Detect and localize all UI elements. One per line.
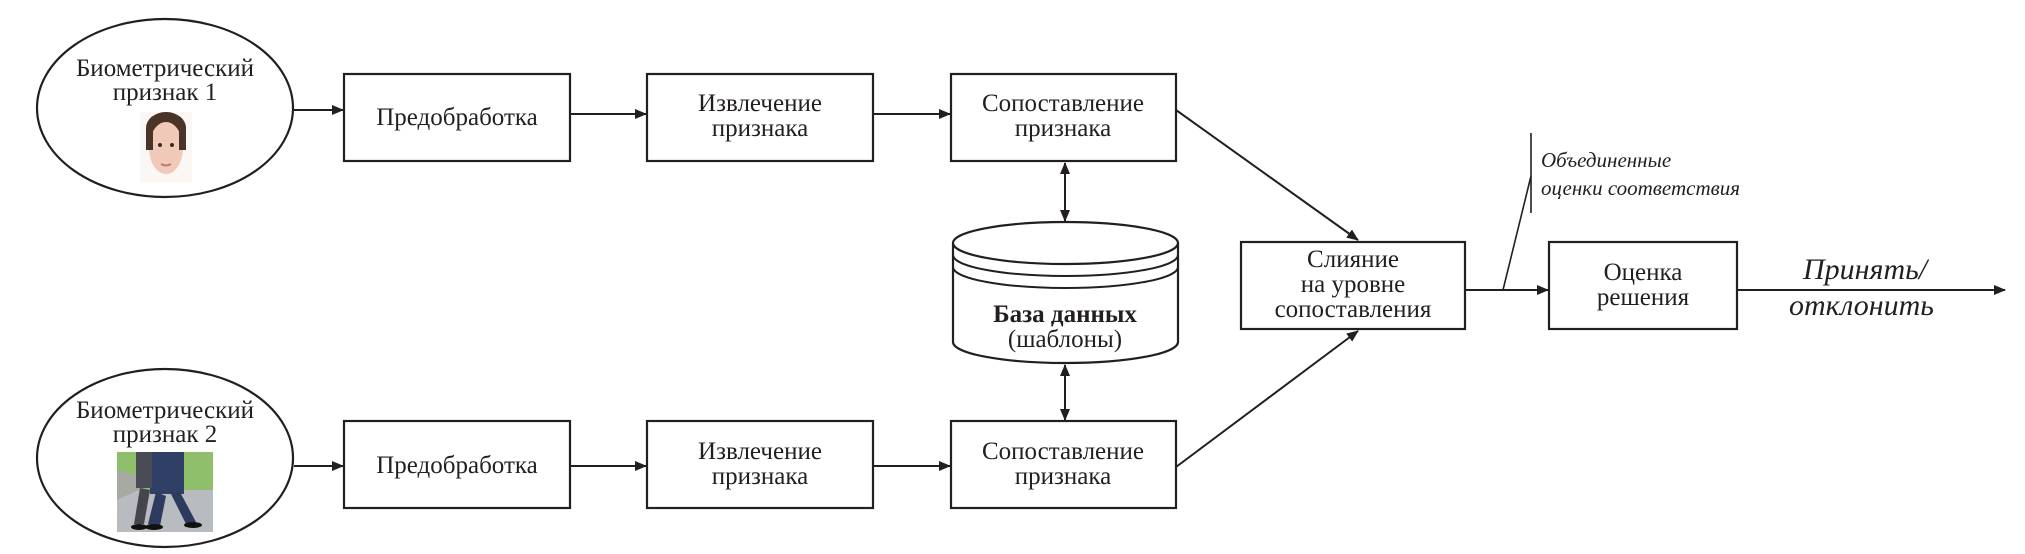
match-box-1 [949,72,1178,163]
biometric-input-2: Биометрический признак 2 [35,367,295,549]
database-cylinder: База данных (шаблоны) [951,220,1180,365]
biometric-input-1: Биометрический признак 1 [35,17,295,199]
input-1-line1: Биометрический [76,55,254,82]
input-1-line2: признак 1 [113,79,218,106]
fusion-label-3: сопоставления [1275,296,1432,323]
extract-label-2b: признака [712,463,808,490]
decision-label-1: Оценка [1604,259,1683,286]
input-2-line1: Биометрический [76,397,254,424]
database-subtitle: (шаблоны) [1008,326,1122,353]
fusion-label-1: Слияние [1307,246,1399,273]
face-photo-icon [140,112,192,182]
callout-leader-line [1502,175,1532,291]
extract-label-1b: признака [712,115,808,142]
decision-box: Оценка решения [1547,240,1739,331]
preprocess-label-1: Предобработка [376,104,538,131]
preprocess-box-2 [342,419,572,510]
input-ellipse [35,17,295,199]
output-label-2: отклонить [1789,289,1934,322]
match-box-2 [949,419,1178,510]
preprocess-box-1 [342,72,572,163]
extract-label-2a: Извлечение [698,438,822,465]
fused-scores-callout: Объединенные оценки соответствия [1502,133,1740,291]
gait-photo-icon [117,452,213,532]
arrow-match1-fusion [1175,109,1359,241]
match-label-2b: признака [1015,463,1111,490]
output-label-1: Принять/ [1802,253,1930,286]
extract-box-1 [645,72,875,163]
preprocess-label-2: Предобработка [376,452,538,479]
match-label-1a: Сопоставление [982,90,1144,117]
fused-scores-label-1: Объединенные [1541,148,1671,172]
match-label-1b: признака [1015,115,1111,142]
database-title: База данных [993,301,1137,328]
match-label-2a: Сопоставление [982,438,1144,465]
row-1: Предобработка Извлечение признака Сопост… [342,72,1178,163]
arrow-match2-fusion [1175,330,1359,468]
extract-box-2 [645,419,875,510]
extract-label-1a: Извлечение [698,90,822,117]
decision-label-2: решения [1597,284,1690,311]
row-2: Предобработка Извлечение признака Сопост… [342,419,1178,510]
input-2-line2: признак 2 [113,421,218,448]
fusion-label-2: на уровне [1301,271,1406,298]
fusion-box: Слияние на уровне сопоставления [1239,240,1467,331]
fused-scores-label-2: оценки соответствия [1541,176,1740,200]
